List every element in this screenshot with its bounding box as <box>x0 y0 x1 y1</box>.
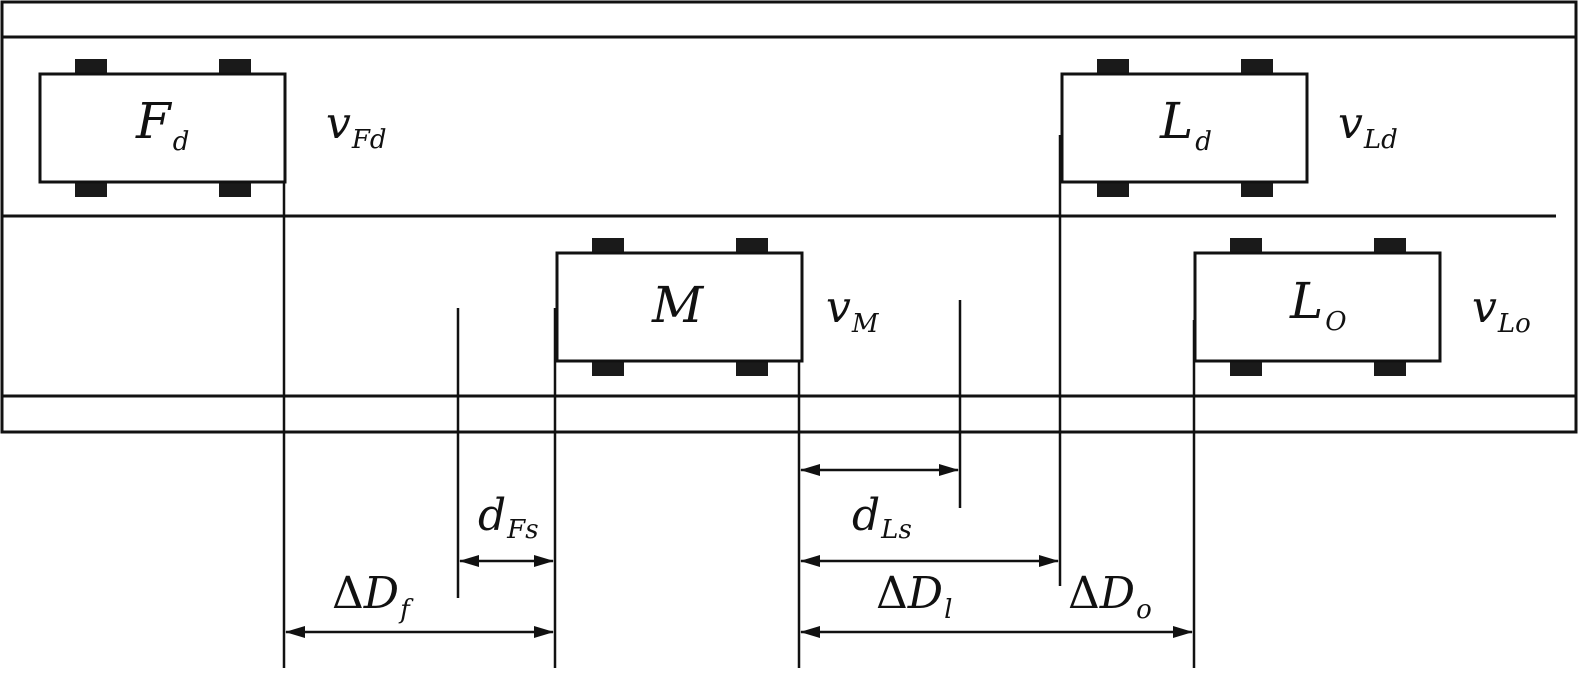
wheel <box>219 59 251 74</box>
wheel <box>736 238 768 253</box>
wheel <box>75 59 107 74</box>
wheel <box>1374 361 1406 376</box>
vehicle-lo-label: LO <box>1289 272 1347 337</box>
wheel <box>1230 238 1262 253</box>
vehicle-lo: LO vLo <box>1193 238 1531 376</box>
wheel <box>219 182 251 197</box>
car-body <box>555 251 804 363</box>
dfs-label: dFs <box>478 490 539 545</box>
ddo-label: ΔDo <box>1068 568 1152 625</box>
wheel <box>1241 59 1273 74</box>
vehicle-ld-label: Ld <box>1159 92 1212 157</box>
dimension-arrows <box>285 464 1193 638</box>
dimension-labels: dFs dLs ΔDf ΔDl ΔDo <box>332 490 1152 625</box>
wheel <box>1241 182 1273 197</box>
wheel <box>592 238 624 253</box>
vehicle-ld-speed: vLd <box>1338 98 1398 155</box>
vehicle-m-label: M <box>651 276 705 334</box>
wheel <box>1374 238 1406 253</box>
car-body <box>1060 72 1309 184</box>
road <box>0 0 1578 434</box>
vehicle-fd-label: Fd <box>135 92 189 157</box>
ddl-label: ΔDl <box>876 568 952 625</box>
vehicle-fd-speed: vFd <box>326 98 387 155</box>
vehicle-m: M vM <box>555 238 880 376</box>
wheel <box>1230 361 1262 376</box>
ddf-label: ΔDf <box>332 568 414 625</box>
vehicle-lo-speed: vLo <box>1472 282 1531 339</box>
wheel <box>592 361 624 376</box>
car-body <box>1193 251 1442 363</box>
dls-label: dLs <box>852 490 912 545</box>
car-body <box>38 72 287 184</box>
wheel <box>1097 59 1129 74</box>
vehicle-ld: Ld vLd <box>1060 59 1398 197</box>
vehicle-fd: Fd vFd <box>38 59 387 197</box>
reference-lines <box>282 135 1196 668</box>
wheel <box>736 361 768 376</box>
vehicle-m-speed: vM <box>826 282 880 339</box>
wheel <box>1097 182 1129 197</box>
wheel <box>75 182 107 197</box>
